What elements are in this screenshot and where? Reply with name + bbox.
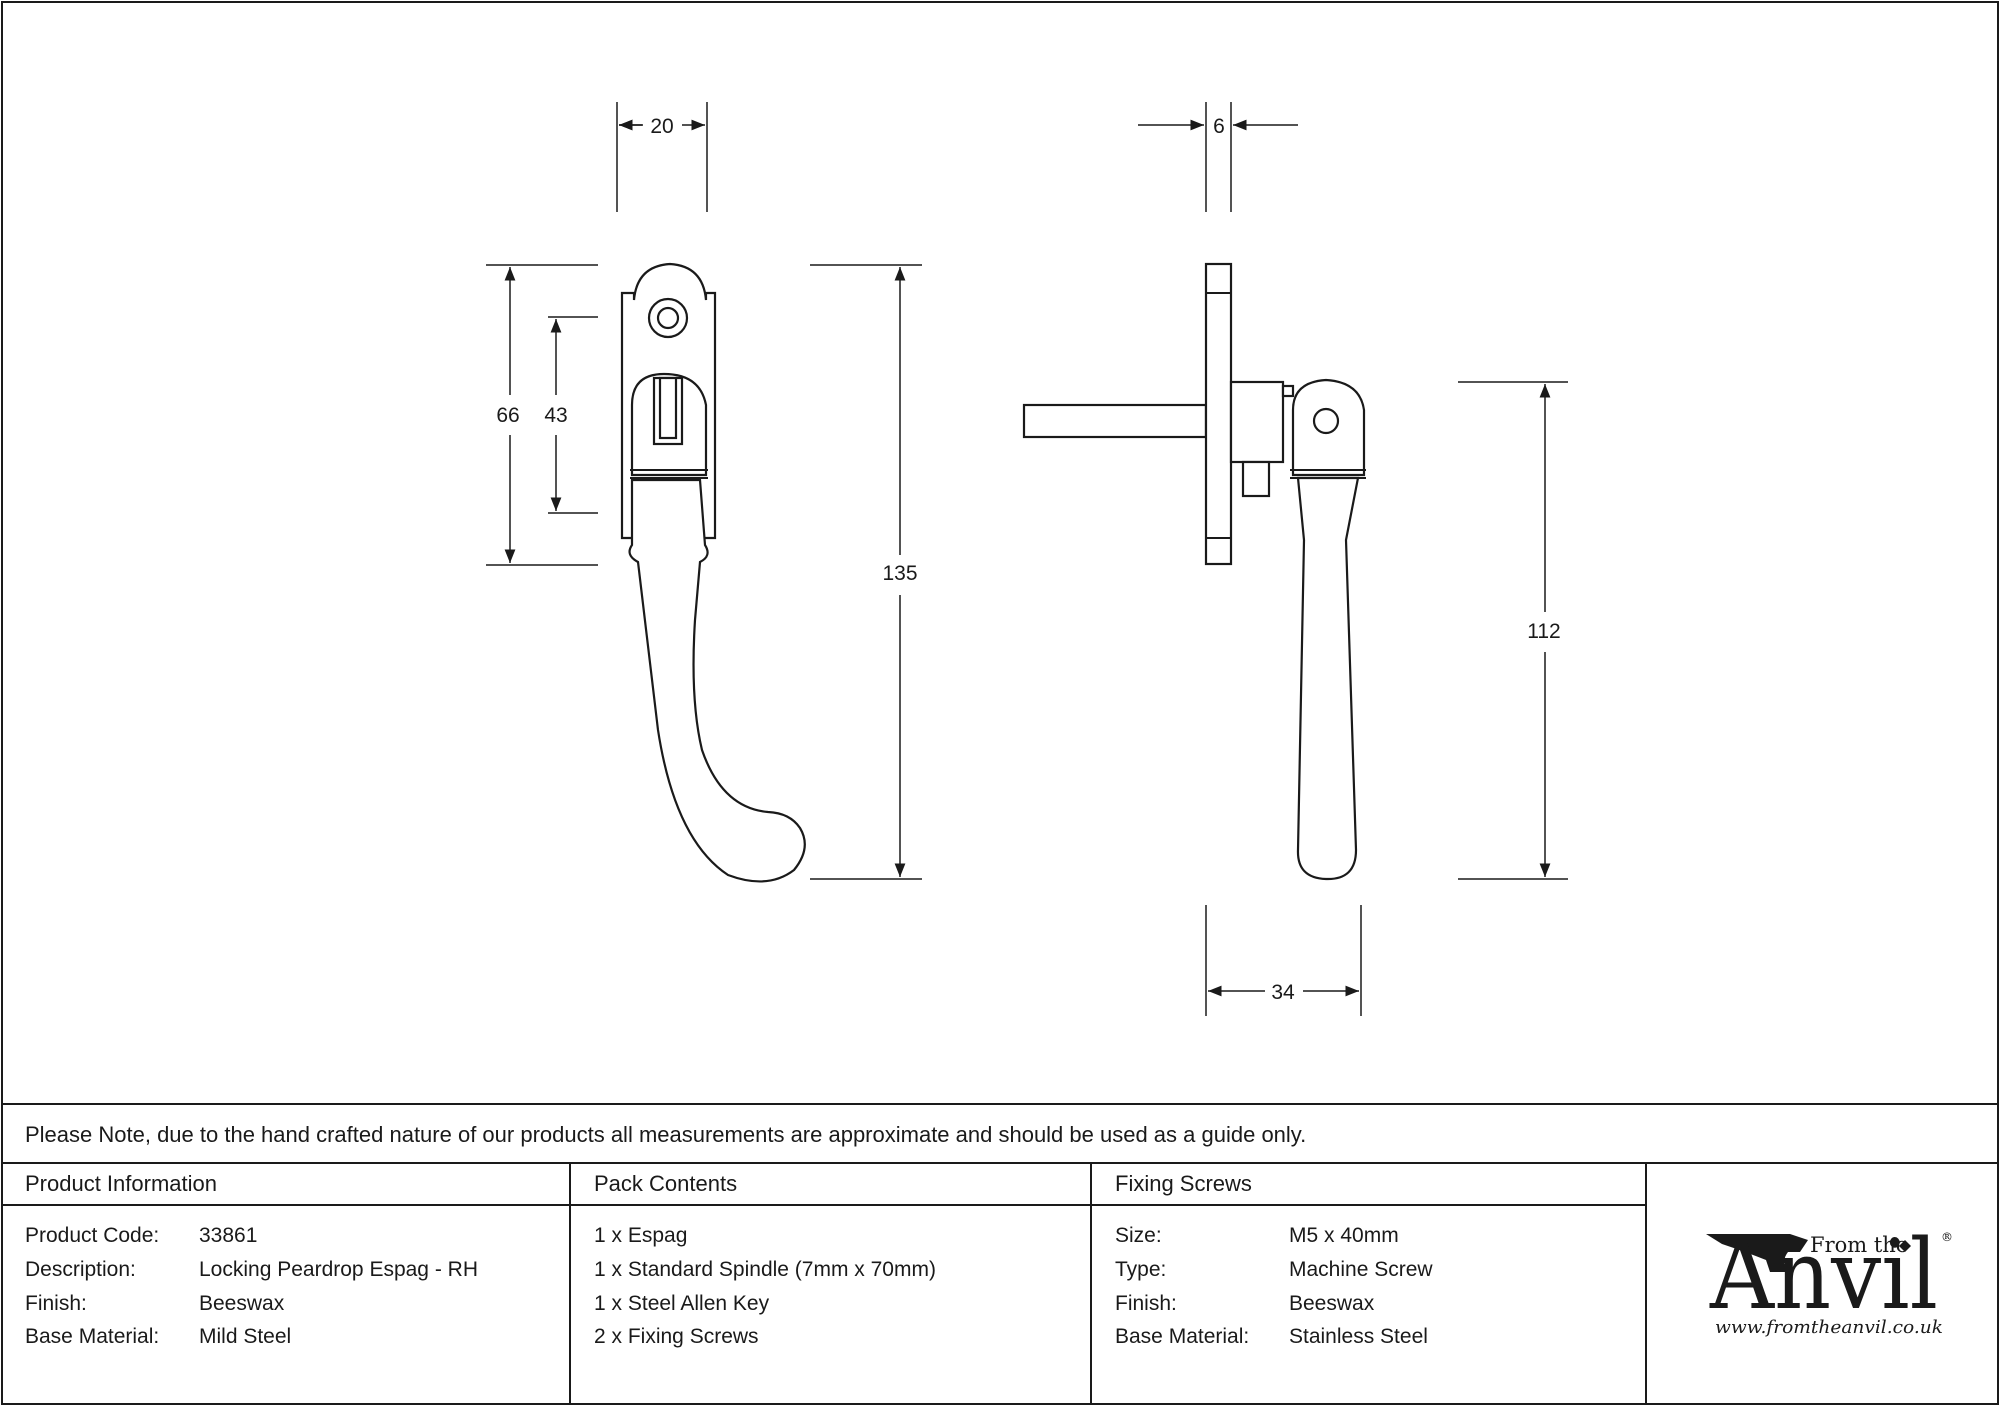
finish-value: Beeswax [199,1292,285,1315]
logo-brand: Anvil [1709,1219,1938,1331]
dim-front-overall-height: 135 [882,562,917,585]
dim-front-hole-centres: 43 [544,404,567,427]
description-label: Description: [25,1258,136,1281]
dim-side-plate-thickness: 6 [1213,115,1225,138]
info-table: Please Note, due to the hand crafted nat… [2,1103,1998,1404]
screw-material-label: Base Material: [1115,1325,1249,1348]
fixing-screws-heading: Fixing Screws [1115,1171,1252,1196]
logo-url: www.fromtheanvil.co.uk [1715,1317,1943,1338]
screw-type-value: Machine Screw [1289,1258,1433,1281]
product-code-label: Product Code: [25,1224,159,1247]
screw-material-value: Stainless Steel [1289,1325,1428,1348]
dim-side-projection: 34 [1271,981,1295,1004]
screw-type-label: Type: [1115,1258,1166,1281]
screw-size-label: Size: [1115,1224,1162,1247]
diamond-icon [1899,1240,1911,1252]
screw-finish-value: Beeswax [1289,1292,1375,1315]
screw-finish-label: Finish: [1115,1292,1177,1315]
pack-contents-heading: Pack Contents [594,1171,737,1196]
measurement-note: Please Note, due to the hand crafted nat… [25,1122,1306,1147]
from-the-anvil-logo: From the ® Anvil www.fromtheanvil.co.uk [1706,1219,1953,1338]
pack-item: 1 x Standard Spindle (7mm x 70mm) [594,1258,936,1281]
front-handle-outline [620,262,806,883]
logo-registered: ® [1941,1230,1953,1244]
dim-front-plate-height: 66 [496,404,519,427]
product-information-heading: Product Information [25,1171,217,1196]
side-handle-outline [1022,262,1366,881]
description-value: Locking Peardrop Espag - RH [199,1258,478,1281]
pack-item: 1 x Espag [594,1224,687,1247]
logo-from-the: From the [1810,1233,1908,1257]
base-material-value: Mild Steel [199,1325,291,1348]
screw-size-value: M5 x 40mm [1289,1224,1399,1247]
product-code-value: 33861 [199,1224,257,1247]
dim-front-width: 20 [650,115,673,138]
pack-item: 1 x Steel Allen Key [594,1292,770,1315]
anvil-icon [1706,1234,1808,1272]
pack-item: 2 x Fixing Screws [594,1325,759,1348]
front-view: 20 66 43 135 [486,102,922,883]
dim-side-height: 112 [1527,620,1560,643]
side-view: 6 112 34 [1022,102,1568,1016]
base-material-label: Base Material: [25,1325,159,1348]
finish-label: Finish: [25,1292,87,1315]
